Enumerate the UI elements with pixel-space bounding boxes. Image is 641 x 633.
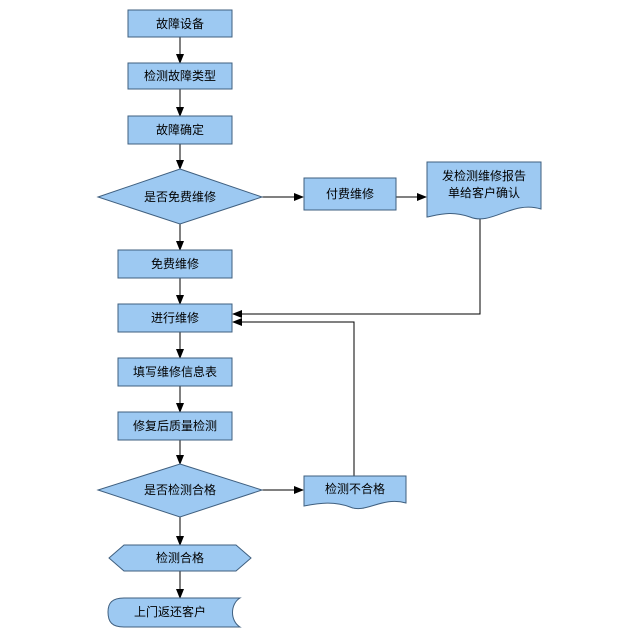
- node-fill-form: 填写维修信息表: [117, 357, 233, 387]
- edge-report-to-do-repair: [232, 218, 481, 318]
- node-report-label-line1: 发检测维修报告: [442, 168, 526, 183]
- node-free-repair: 免费维修: [117, 249, 233, 279]
- node-quality-check-label: 修复后质量检测: [133, 418, 217, 433]
- node-fault-confirm-label: 故障确定: [156, 122, 204, 137]
- node-detect-type-label: 检测故障类型: [144, 68, 216, 83]
- node-fault-device: 故障设备: [127, 9, 233, 38]
- node-free-repair-label: 免费维修: [151, 256, 199, 271]
- node-fail-label: 检测不合格: [325, 481, 385, 496]
- node-detect-type: 检测故障类型: [127, 62, 233, 90]
- node-report-label-line2: 单给客户确认: [448, 185, 520, 200]
- node-fault-device-label: 故障设备: [156, 16, 204, 31]
- node-do-repair: 进行维修: [117, 303, 233, 333]
- node-paid-repair: 付费维修: [303, 177, 397, 211]
- node-is-pass-label: 是否检测合格: [144, 482, 216, 497]
- node-paid-repair-label: 付费维修: [326, 186, 374, 201]
- edges: [176, 37, 481, 599]
- node-return-label: 上门返还客户: [134, 604, 206, 619]
- node-pass-label: 检测合格: [156, 550, 204, 565]
- node-fault-confirm: 故障确定: [127, 115, 233, 145]
- node-fail-document: 检测不合格: [303, 475, 407, 510]
- edge-fail-to-do-repair: [232, 318, 355, 476]
- node-is-free-decision: 是否免费维修: [96, 168, 264, 225]
- node-return-stored-data: 上门返还客户: [107, 597, 242, 628]
- node-fill-form-label: 填写维修信息表: [133, 364, 217, 379]
- node-is-free-label: 是否免费维修: [144, 189, 216, 204]
- node-do-repair-label: 进行维修: [151, 310, 199, 325]
- node-is-pass-decision: 是否检测合格: [96, 463, 264, 518]
- node-report-document: 发检测维修报告 单给客户确认: [426, 161, 542, 220]
- node-pass-hexagon: 检测合格: [108, 544, 252, 572]
- node-quality-check: 修复后质量检测: [117, 411, 233, 441]
